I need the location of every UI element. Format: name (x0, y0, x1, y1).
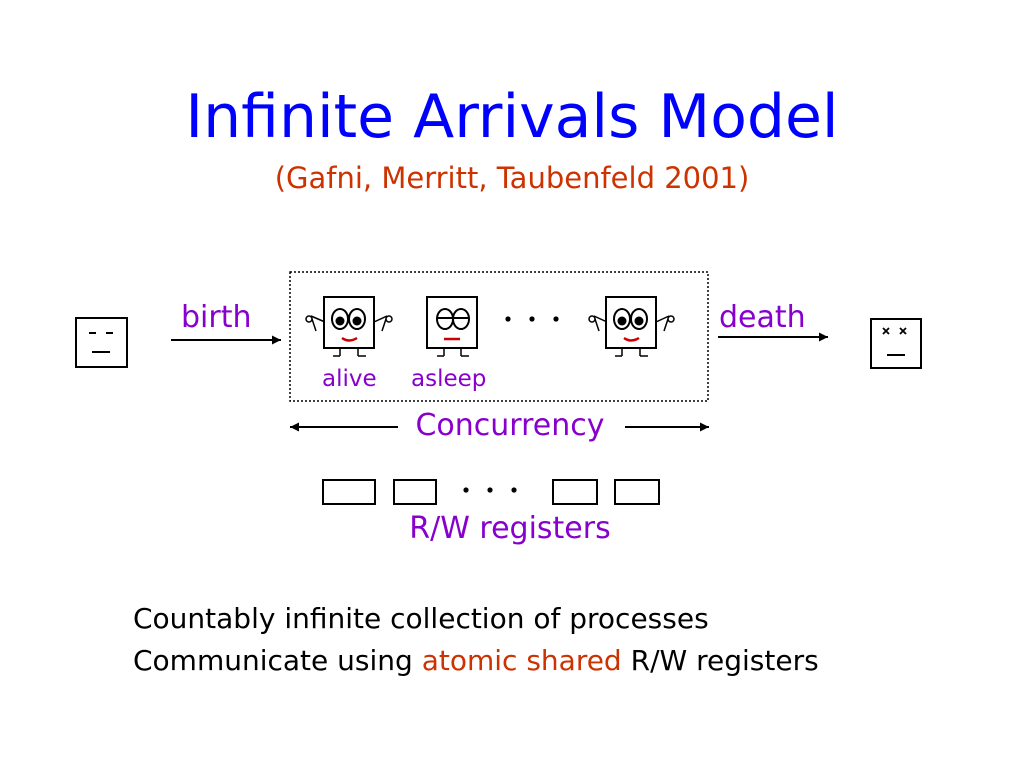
slide-title: Infinite Arrivals Model (185, 82, 839, 152)
bullet-line-2-suffix: R/W registers (621, 644, 819, 677)
alive-process-icon (305, 296, 393, 357)
register-cell (614, 479, 660, 505)
register-cell (552, 479, 598, 505)
register-cell (393, 479, 437, 505)
highlight-atomic-shared: atomic shared (421, 644, 622, 677)
concurrency-label: Concurrency (415, 408, 605, 443)
rw-registers-label: R/W registers (409, 511, 611, 546)
register-cell (322, 479, 376, 505)
active-processes-box (289, 271, 709, 402)
slide-subtitle: (Gafni, Merritt, Taubenfeld 2001) (274, 161, 750, 195)
death-label: death (719, 300, 806, 335)
bullet-line-1: Countably infinite collection of process… (133, 602, 709, 635)
bullet-line-2-prefix: Communicate using (133, 644, 422, 677)
bullet-line-2: Communicate using atomic shared R/W regi… (133, 640, 819, 682)
asleep-label: asleep (411, 366, 487, 392)
asleep-process-icon (426, 296, 478, 357)
more-processes-ellipsis (505, 316, 559, 322)
unborn-process-icon (75, 317, 128, 368)
dead-process-icon (870, 318, 922, 369)
birth-label: birth (181, 300, 252, 335)
bullet-list: Countably infinite collection of process… (133, 598, 819, 682)
rw-registers-row (322, 479, 660, 505)
alive-process-icon (588, 296, 675, 357)
alive-label: alive (322, 366, 377, 392)
